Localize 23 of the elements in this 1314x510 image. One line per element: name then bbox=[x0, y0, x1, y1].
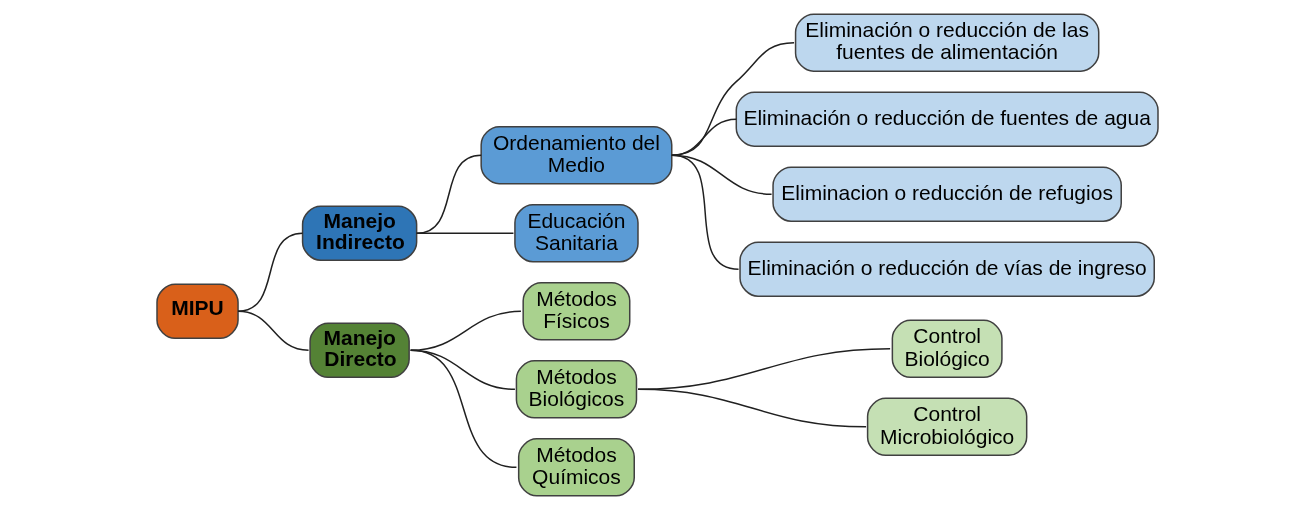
connector bbox=[636, 388, 867, 428]
connector bbox=[670, 118, 737, 156]
node-box: Eliminación o reducción de las fuentes de alimentación bbox=[794, 13, 1099, 72]
node-box: Manejo Directo bbox=[308, 322, 410, 379]
node-box: Ordenamiento del Medio bbox=[479, 125, 672, 185]
connector bbox=[236, 232, 303, 313]
node-box: Eliminación o reducción de vías de ingreso bbox=[738, 241, 1155, 297]
node-box: Métodos Biológicos bbox=[515, 360, 637, 419]
node-box: Control Biológico bbox=[891, 319, 1003, 379]
node-box: Control Microbiológico bbox=[866, 397, 1027, 457]
connector bbox=[415, 232, 514, 234]
connector bbox=[670, 41, 795, 156]
node-box: Eliminación o reducción de fuentes de agua bbox=[735, 91, 1159, 147]
connector bbox=[409, 349, 517, 469]
connector bbox=[409, 310, 522, 352]
connector bbox=[670, 154, 739, 270]
node-box: Eliminacion o reducción de refugios bbox=[771, 166, 1122, 222]
node-box: Educación Sanitaria bbox=[513, 204, 639, 263]
node-box: Métodos Físicos bbox=[521, 282, 630, 341]
node-box: Manejo Indirecto bbox=[301, 205, 417, 261]
node-box: Métodos Químicos bbox=[517, 438, 635, 497]
node-box: MIPU bbox=[155, 283, 239, 340]
connector bbox=[236, 310, 309, 352]
